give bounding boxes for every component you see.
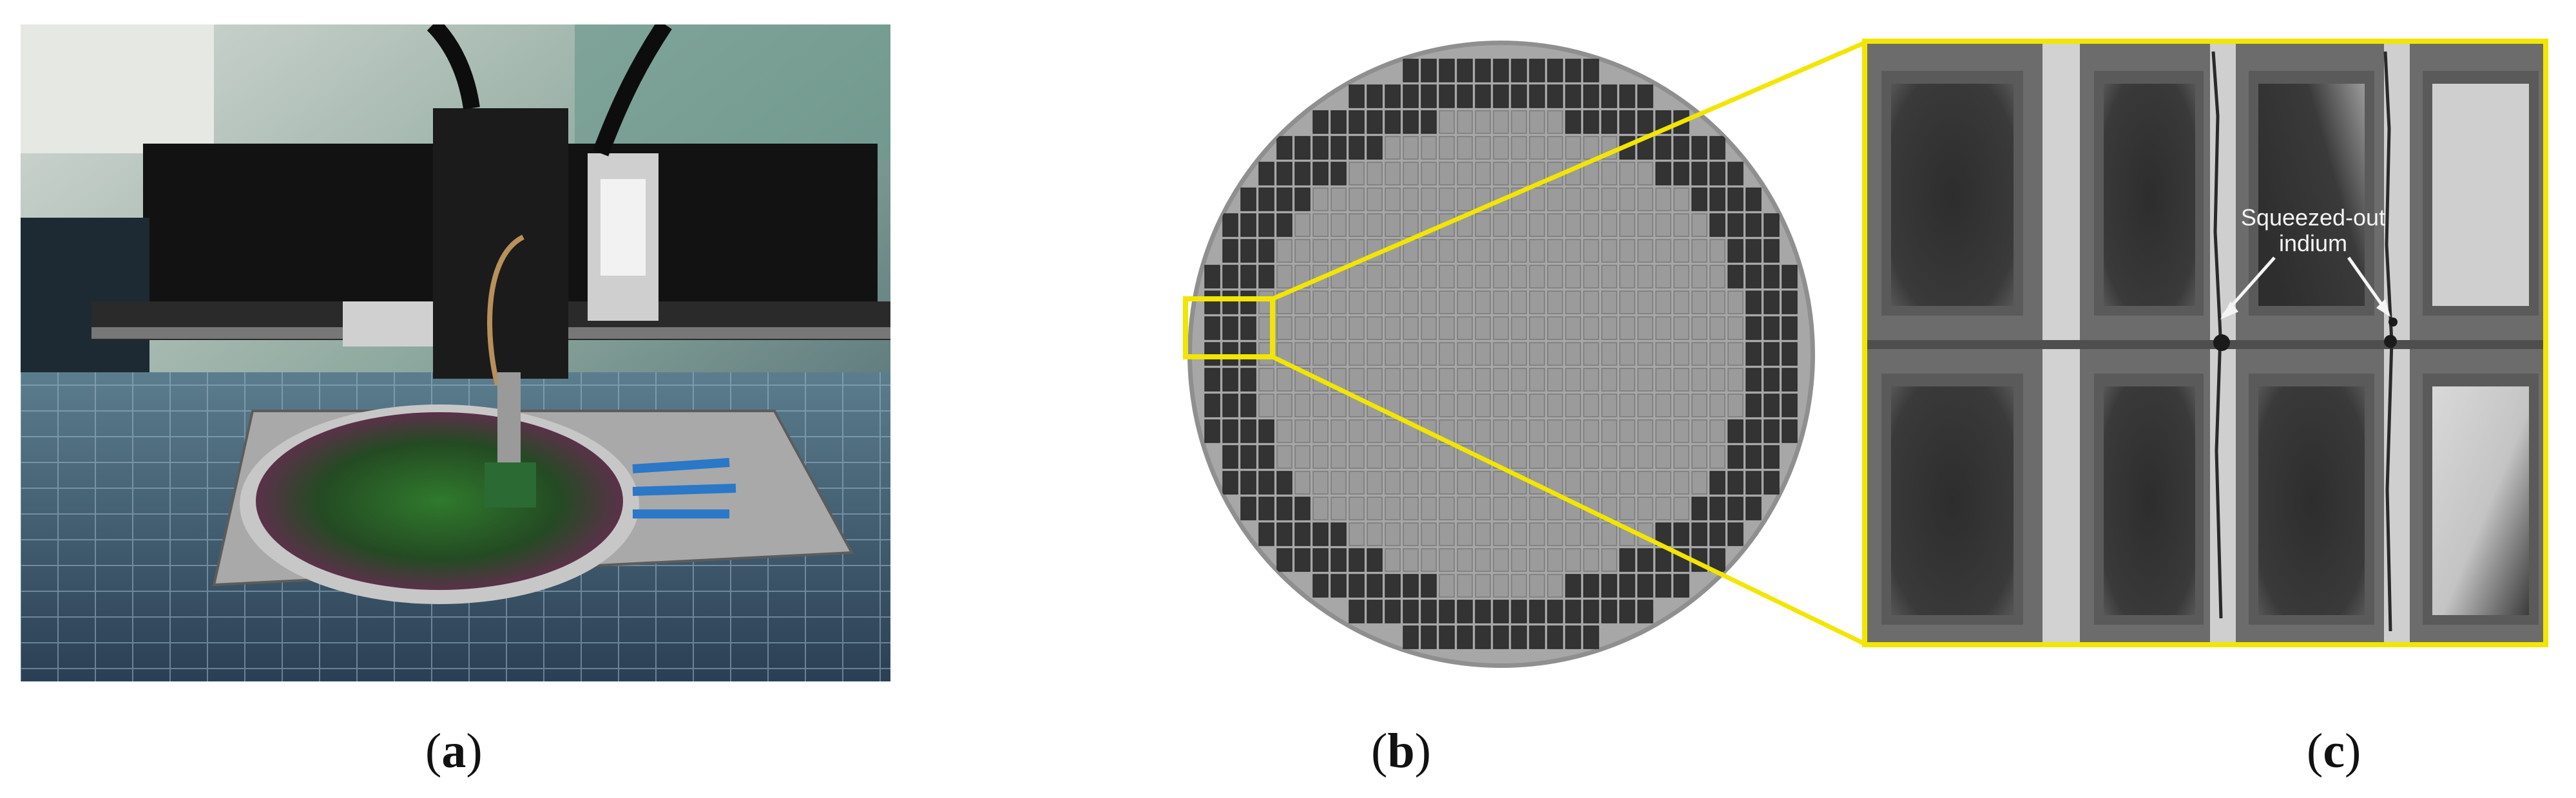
zoom-frame bbox=[1862, 39, 2548, 647]
caption-a: (a) bbox=[425, 724, 483, 778]
caption-c: (c) bbox=[2307, 724, 2361, 778]
caption-b: (b) bbox=[1371, 724, 1431, 778]
magnified-dies-illustration: Squeezed-out indium bbox=[1862, 39, 2548, 647]
bonder-photo-illustration bbox=[21, 24, 890, 681]
annotation-line-1: Squeezed-out bbox=[2241, 204, 2385, 231]
panel-b-wafer-map bbox=[1179, 39, 1823, 670]
annotation-line-2: indium bbox=[2279, 230, 2347, 256]
wafer-illustration bbox=[1183, 41, 1815, 668]
panel-c-magnified-view: Squeezed-out indium bbox=[1862, 39, 2548, 647]
panel-a-photo bbox=[21, 24, 890, 681]
arrow-right-icon bbox=[2347, 256, 2389, 314]
zoom-region-box bbox=[1183, 296, 1275, 359]
